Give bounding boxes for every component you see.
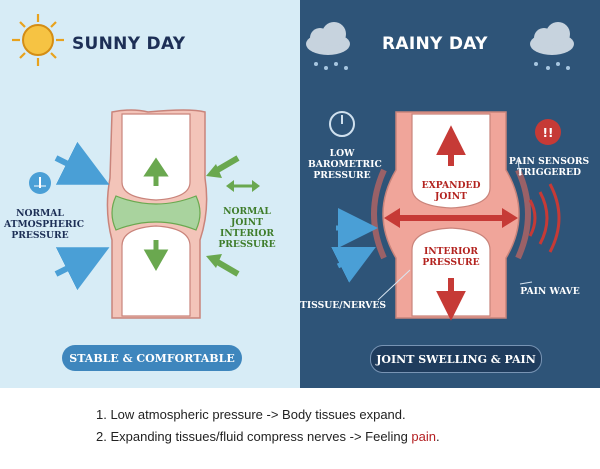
sunny-day-title: SUNNY DAY	[72, 34, 186, 54]
explanation-notes: 1. Low atmospheric pressure -> Body tiss…	[96, 404, 440, 448]
label-pain-sensors-triggered: PAIN SENSORS TRIGGERED	[508, 156, 590, 178]
joint-swelling-pain-badge: JOINT SWELLING & PAIN	[370, 345, 542, 373]
gauge-icon	[29, 172, 51, 194]
cloud-rain-icon	[530, 22, 574, 70]
rainy-joint	[371, 111, 531, 321]
diagram-graphics: !!	[12, 14, 574, 321]
atmospheric-pressure-arrows	[54, 141, 110, 291]
note-line-1: 1. Low atmospheric pressure -> Body tiss…	[96, 407, 406, 422]
label-pain-wave: PAIN WAVE	[520, 286, 580, 297]
sunny-joint	[106, 109, 208, 319]
stable-comfortable-badge: STABLE & COMFORTABLE	[62, 345, 242, 371]
label-interior-pressure: INTERIOR PRESSURE	[422, 246, 480, 268]
cloud-rain-icon	[306, 22, 350, 70]
note-line-2: 2. Expanding tissues/fluid compress nerv…	[96, 429, 440, 444]
sun-icon	[12, 14, 64, 66]
pain-highlight: pain	[411, 429, 436, 444]
label-expanded-joint: EXPANDED JOINT	[421, 180, 481, 202]
svg-text:!!: !!	[543, 126, 554, 140]
joint-pressure-arrows	[206, 155, 260, 277]
low-pressure-arrows	[331, 208, 378, 283]
gauge-icon	[329, 111, 355, 137]
label-normal-joint-interior-pressure: NORMAL JOINT INTERIOR PRESSURE	[218, 206, 276, 250]
pain-wave	[528, 183, 561, 253]
alert-icon: !!	[535, 119, 561, 145]
rainy-day-title: RAINY DAY	[382, 34, 488, 54]
label-low-barometric-pressure: LOW BAROMETRIC PRESSURE	[308, 148, 382, 181]
label-tissue-nerves: TISSUE/NERVES	[300, 300, 387, 311]
label-normal-atmospheric-pressure: NORMAL ATMOSPHERIC PRESSURE	[4, 208, 85, 241]
